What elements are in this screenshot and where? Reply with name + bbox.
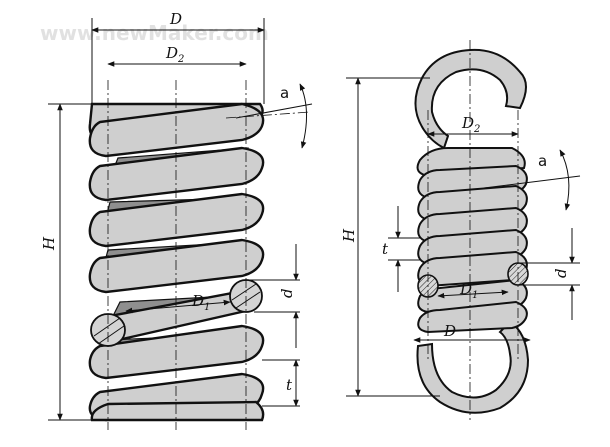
ext-mean-diameter-label: D: [461, 114, 474, 132]
compression-spring: D D2 D1 H d: [40, 10, 313, 430]
dim-inner-diameter: D1: [125, 292, 231, 314]
dim-ext-pitch: t: [382, 206, 420, 292]
top-hook: [414, 48, 527, 150]
compression-spring-coils: [88, 102, 265, 422]
inner-diameter-subscript: 1: [204, 302, 210, 313]
helix-angle-label: a: [280, 84, 289, 102]
dim-ext-wire-diameter: d: [520, 228, 580, 320]
ext-helix-angle-label: a: [538, 152, 547, 170]
dim-ext-free-height: H: [340, 77, 440, 397]
svg-text:D2: D2: [461, 114, 480, 135]
dim-ext-inner-diameter: D1: [437, 280, 509, 301]
bottom-hook: [416, 320, 530, 414]
ext-helix-angle-marker: a: [483, 149, 581, 211]
dim-ext-mean-diameter: D2: [427, 114, 519, 137]
ext-inner-diameter-label: D: [459, 280, 472, 298]
extension-spring: H D2 D1 D t: [340, 40, 581, 420]
extension-spring-coils: [416, 147, 528, 334]
ext-outer-diameter-label: D: [443, 322, 456, 340]
dim-mean-diameter: D2: [107, 44, 247, 67]
svg-text:D1: D1: [191, 292, 210, 313]
dim-outer-diameter: D: [91, 10, 265, 104]
ext-free-height-label: H: [340, 228, 358, 243]
ext-inner-diameter-subscript: 1: [472, 290, 478, 301]
free-height-label: H: [40, 236, 58, 251]
dim-wire-diameter: d: [246, 244, 300, 348]
ext-pitch-label: t: [382, 240, 389, 258]
wire-diameter-label: d: [278, 288, 296, 298]
ext-wire-diameter-label: d: [552, 268, 570, 278]
outer-diameter-label: D: [169, 10, 182, 28]
watermark-text: www.newMaker.com: [40, 21, 269, 45]
svg-text:D1: D1: [459, 280, 478, 301]
svg-text:D2: D2: [165, 44, 184, 65]
dim-free-height: H: [40, 103, 96, 421]
pitch-label: t: [286, 376, 293, 394]
dim-pitch: t: [262, 359, 300, 407]
mean-diameter-subscript: 2: [177, 54, 184, 65]
helix-angle-marker: a: [235, 83, 313, 149]
inner-diameter-label: D: [191, 292, 204, 310]
mean-diameter-label: D: [165, 44, 178, 62]
dim-ext-outer-diameter: D: [413, 322, 531, 343]
ext-mean-diameter-subscript: 2: [473, 124, 480, 135]
